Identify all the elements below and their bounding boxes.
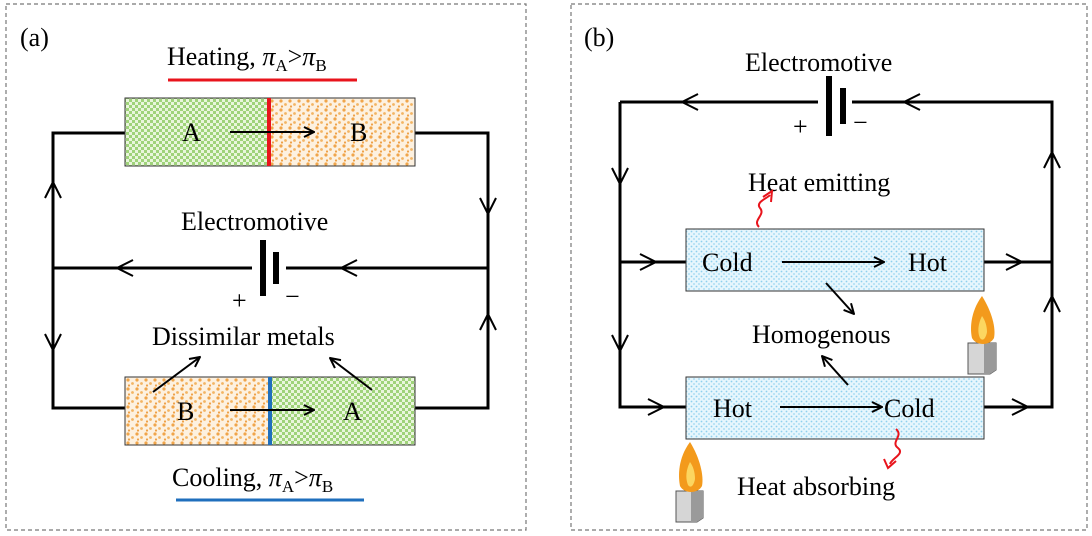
- arrow-a-right-up: [479, 311, 497, 331]
- panel-b-tag: (b): [584, 23, 614, 52]
- arrow-b-top-left: [679, 93, 699, 111]
- arrow-b-mid-left: [639, 253, 659, 271]
- bottom-bar-cold-label: Cold: [884, 394, 935, 423]
- pointer-homogenous-bottom: [822, 356, 849, 386]
- arrow-a-left-up: [44, 179, 62, 199]
- top-right-metal-label: B: [350, 118, 367, 147]
- pointer-dissimilar-right: [330, 358, 373, 391]
- panel-a-tag: (a): [20, 23, 49, 52]
- bottom-left-metal-label: B: [177, 397, 194, 426]
- electromotive-a: Electromotive: [181, 207, 328, 236]
- heating-title: Heating, πA>πB: [167, 42, 327, 75]
- homogenous-bar-top: [685, 228, 985, 292]
- heat-absorbing-squiggle: [889, 428, 901, 465]
- battery-b-plus: +: [793, 112, 808, 141]
- arrow-b-mid-right: [1005, 253, 1025, 271]
- pointer-dissimilar-left: [152, 357, 200, 393]
- homogenous-label: Homogenous: [752, 320, 891, 349]
- arrow-b-bot-right: [1011, 398, 1031, 416]
- arrow-a-right-down: [479, 197, 497, 217]
- arrow-b-left-down-2: [611, 334, 629, 354]
- arrow-b-right-up-1: [1043, 149, 1061, 169]
- arrow-b-bot-left: [647, 398, 667, 416]
- arrow-a-left-down: [44, 333, 62, 353]
- battery-b-minus: −: [853, 108, 868, 137]
- arrow-a-mid-left: [114, 259, 134, 277]
- heat-absorbing-label: Heat absorbing: [737, 472, 895, 501]
- heat-emitting-squiggle: [756, 194, 771, 228]
- battery-a-plus: +: [232, 286, 247, 315]
- arrow-b-top-right: [901, 93, 921, 111]
- heat-emitting-arrowhead: [762, 189, 774, 203]
- battery-b-bg: [818, 76, 852, 136]
- top-left-metal-label: A: [182, 118, 201, 147]
- cooling-title: Cooling, πA>πB: [172, 463, 333, 496]
- battery-a-bg: [252, 240, 286, 296]
- arrow-b-left-down-1: [611, 167, 629, 187]
- pointer-homogenous-top: [825, 282, 854, 314]
- heat-absorbing-arrowhead: [883, 458, 897, 470]
- bottom-right-metal-label: A: [343, 397, 362, 426]
- panel-a-frame: [5, 3, 527, 531]
- arrow-a-mid-right: [338, 259, 358, 277]
- candle-icon: [675, 442, 704, 523]
- electromotive-b: Electromotive: [745, 48, 892, 77]
- candle-icon: [967, 296, 997, 375]
- circuit-a-wire-outer: [51, 131, 490, 410]
- arrow-b-right-up-2: [1043, 293, 1061, 313]
- panel-b-frame: [570, 3, 1088, 531]
- battery-a-minus: −: [285, 282, 300, 311]
- dissimilar-metals-label: Dissimilar metals: [152, 322, 335, 351]
- top-bar-hot-label: Hot: [908, 248, 948, 277]
- bottom-bar-hot-label: Hot: [713, 394, 753, 423]
- top-bar-cold-label: Cold: [702, 248, 753, 277]
